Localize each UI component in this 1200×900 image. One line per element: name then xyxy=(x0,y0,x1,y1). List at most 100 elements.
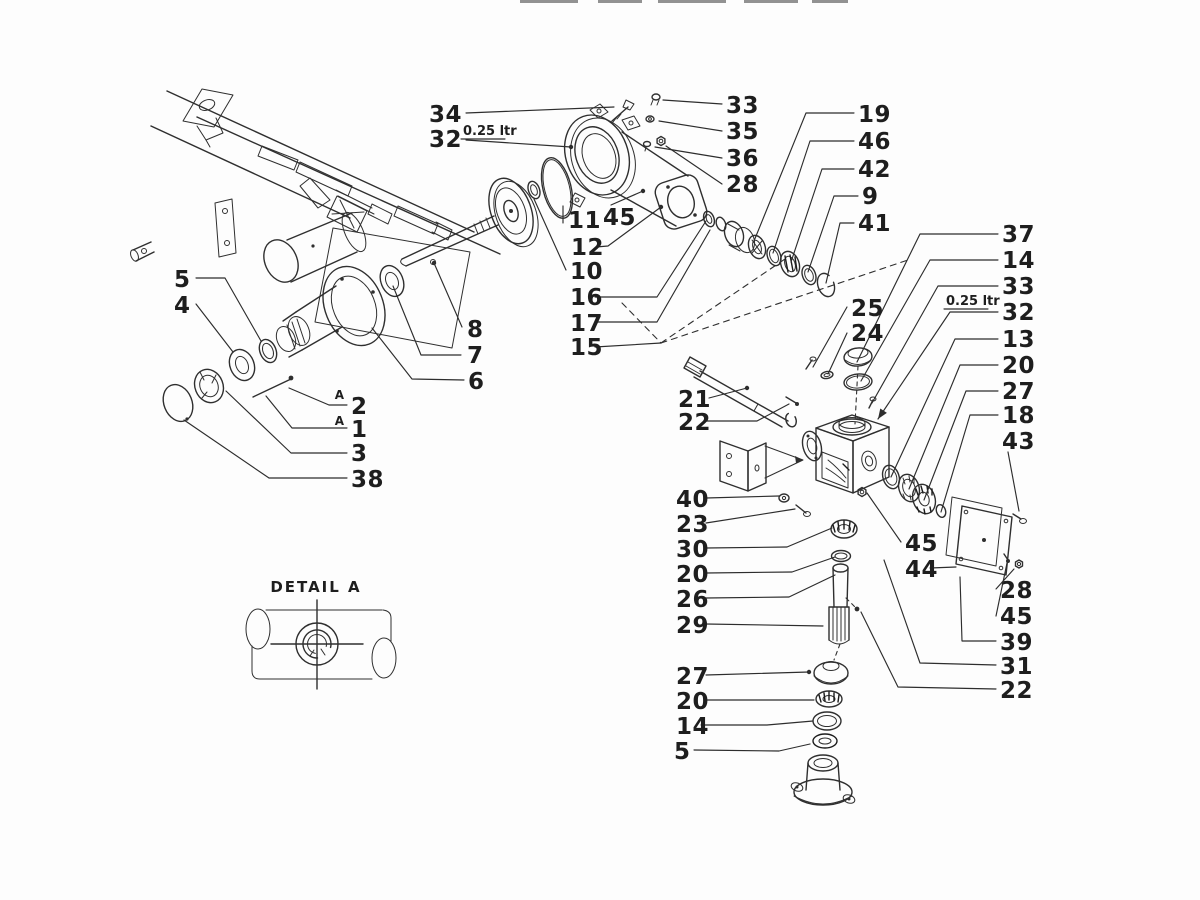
part-label-45-50: 45 xyxy=(905,531,938,557)
leader-line-23-41 xyxy=(705,508,796,524)
leader-line-37-27 xyxy=(856,233,999,363)
diagram-artwork xyxy=(130,88,1027,806)
leader-line-44-51 xyxy=(929,566,957,569)
part-label-33-29: 33 xyxy=(1002,274,1035,300)
leader-line-15-7 xyxy=(594,342,662,348)
leader-line-31-55 xyxy=(883,559,997,666)
leader-line-1-15 xyxy=(265,395,348,429)
part-label-4-13: 4 xyxy=(174,293,191,319)
output-shaft-stack xyxy=(790,519,860,806)
leader-line-17-6 xyxy=(594,229,711,323)
leader-line-38-17 xyxy=(183,419,348,479)
leader-dot xyxy=(431,260,437,266)
leader-line-14-48 xyxy=(700,720,814,726)
part-label-10-4: 10 xyxy=(570,259,603,285)
leader-line-35-19 xyxy=(658,120,723,132)
leader-line-5-49 xyxy=(693,743,811,752)
leader-line-33-18 xyxy=(662,99,723,105)
cropped-text-artifact xyxy=(520,0,848,3)
view-marker-a-0: A xyxy=(335,388,345,402)
part-label-17-6: 17 xyxy=(570,311,603,337)
part-label-34-0: 34 xyxy=(429,102,462,128)
part-label-14-48: 14 xyxy=(676,714,709,740)
leader-line-5-12 xyxy=(195,277,262,342)
part-label-26-44: 26 xyxy=(676,587,709,613)
leader-line-34-0 xyxy=(465,106,615,114)
part-label-3-16: 3 xyxy=(351,441,368,467)
part-label-13-31: 13 xyxy=(1002,327,1035,353)
leader-line-3-16 xyxy=(225,390,348,454)
leader-line-43-35 xyxy=(1007,451,1020,512)
part-label-29-45: 29 xyxy=(676,613,709,639)
leader-line-9-25 xyxy=(807,195,859,273)
part-label-42-24: 42 xyxy=(858,157,891,183)
part-label-12-3: 12 xyxy=(571,235,604,261)
part-label-21-38: 21 xyxy=(678,387,711,413)
leader-line-2-14 xyxy=(288,387,348,406)
part-label-37-27: 37 xyxy=(1002,222,1035,248)
part-label-9-25: 9 xyxy=(862,184,879,210)
leader-dot xyxy=(658,204,664,210)
leader-line-45-50 xyxy=(866,492,902,543)
part-label-20-47: 20 xyxy=(676,689,709,715)
leader-line-36-20 xyxy=(654,146,723,159)
part-label-45-53: 45 xyxy=(1000,604,1033,630)
part-label-1-15: 1 xyxy=(351,417,368,443)
leader-line-22-56 xyxy=(860,611,997,690)
part-label-7-9: 7 xyxy=(467,343,484,369)
leader-line-29-45 xyxy=(705,623,824,627)
part-label-20-32: 20 xyxy=(1002,353,1035,379)
part-label-14-28: 14 xyxy=(1002,248,1035,274)
part-label-41-26: 41 xyxy=(858,211,891,237)
leader-line-19-22 xyxy=(753,112,855,242)
part-label-43-35: 43 xyxy=(1002,429,1035,455)
leader-line-32-1 xyxy=(465,139,572,148)
part-label-31-55: 31 xyxy=(1000,654,1033,680)
gearbox-housing xyxy=(683,347,890,498)
hub-assembly xyxy=(130,215,499,423)
part-label-19-22: 19 xyxy=(858,102,891,128)
part-label-30-42: 30 xyxy=(676,537,709,563)
part-label-35-19: 35 xyxy=(726,119,759,145)
part-label-8-8: 8 xyxy=(467,317,484,343)
part-label-5-49: 5 xyxy=(674,739,691,765)
part-label-28-21: 28 xyxy=(726,172,759,198)
leader-line-45-11 xyxy=(610,190,644,206)
leader-line-46-23 xyxy=(772,140,855,254)
leader-line-10-4 xyxy=(533,198,567,271)
leader-line-21-38 xyxy=(708,387,748,399)
leader-line-40-40 xyxy=(705,495,780,499)
part-label-39-54: 39 xyxy=(1000,630,1033,656)
leader-line-39-54 xyxy=(959,576,997,642)
part-label-23-41: 23 xyxy=(676,512,709,538)
leader-line-20-43 xyxy=(705,556,836,574)
leader-line-26-44 xyxy=(705,574,836,599)
part-label-28-52: 28 xyxy=(1000,578,1033,604)
leader-line-42-24 xyxy=(790,168,855,263)
output-bearing-train-right xyxy=(778,464,1027,576)
leader-dot xyxy=(744,385,750,391)
volume-note-0: 0.25 ltr xyxy=(463,124,517,139)
part-labels-layer: 3432111210161715876455421338333536281946… xyxy=(174,93,1035,765)
part-label-44-51: 44 xyxy=(905,557,938,583)
part-label-22-56: 22 xyxy=(1000,678,1033,704)
part-label-27-46: 27 xyxy=(676,664,709,690)
part-label-18-34: 18 xyxy=(1002,403,1035,429)
pulley-assembly xyxy=(488,157,574,248)
leader-line-4-13 xyxy=(195,303,234,353)
input-bearing-train xyxy=(702,210,836,298)
part-label-11-2: 11 xyxy=(568,208,601,234)
leader-line-27-46 xyxy=(705,671,810,676)
part-label-33-18: 33 xyxy=(726,93,759,119)
leader-line-30-42 xyxy=(705,527,833,549)
leader-line-8-8 xyxy=(433,262,463,328)
leader-arrowhead xyxy=(878,408,887,419)
part-label-40-40: 40 xyxy=(676,487,709,513)
view-marker-a-1: A xyxy=(335,414,345,428)
detail-a-inset xyxy=(245,599,397,690)
part-label-22-39: 22 xyxy=(678,410,711,436)
part-label-15-7: 15 xyxy=(570,335,603,361)
leader-line-28-21 xyxy=(665,145,723,185)
